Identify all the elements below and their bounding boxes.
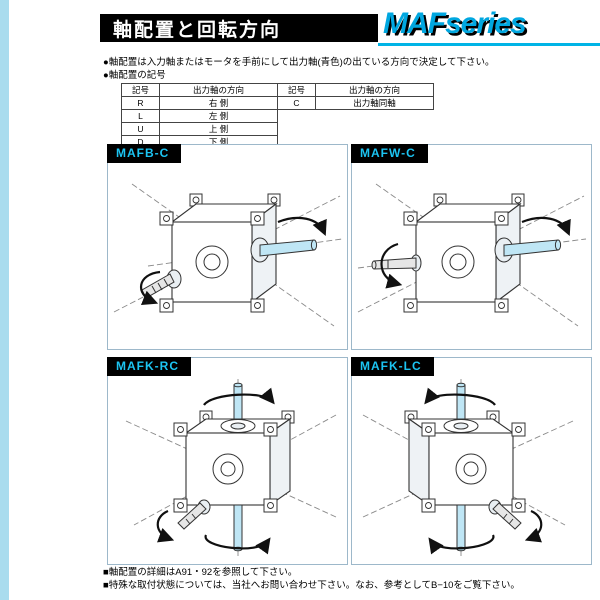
mount-tab: [263, 422, 278, 437]
page-title-bar: 軸配置と回転方向: [100, 14, 378, 42]
logo-underline: [378, 43, 600, 46]
table-cell: L: [121, 109, 160, 123]
col-header-symbol: 記号: [121, 83, 160, 97]
rotation-arrow-top: [424, 387, 496, 406]
mount-tab: [433, 193, 447, 207]
panel-label: MAFB-C: [107, 144, 182, 163]
note-shaft-direction: ●軸配置は入力軸またはモータを手前にして出力軸(青色)の出ている方向で決定して下…: [103, 57, 495, 68]
page-title: 軸配置と回転方向: [113, 19, 282, 41]
maf-series-logo: MAFseries: [383, 7, 527, 40]
col-header-direction: 出力軸の方向: [315, 83, 434, 97]
mirrored-drawing-group: [362, 379, 574, 559]
shaft-symbol-table: 記号 出力軸の方向 記号 出力軸の方向 R 右 側 C 出力軸同軸 L 左 側 …: [121, 83, 434, 149]
mount-tab: [173, 498, 188, 513]
page-edge-strip: [0, 0, 9, 600]
panel-label: MAFK-LC: [351, 357, 434, 376]
table-cell: 出力軸同軸: [315, 96, 434, 110]
mount-tab: [511, 498, 526, 513]
mount-tab: [403, 211, 418, 226]
rotation-arrow-input: [139, 270, 161, 306]
gearbox-body: [404, 410, 526, 513]
mount-tab: [267, 193, 281, 207]
mount-tab: [250, 298, 265, 313]
gearbox-drawing-mafk-rc: [125, 379, 337, 559]
col-header-direction: 出力軸の方向: [159, 83, 278, 97]
rotation-arrow-output: [277, 216, 327, 237]
table-cell: C: [277, 96, 316, 110]
input-shaft: [488, 499, 522, 530]
table-row: L 左 側: [121, 109, 434, 123]
output-shaft: [250, 237, 318, 263]
table-cell: 左 側: [159, 109, 278, 123]
table-cell: [316, 123, 434, 136]
intro-notes: ●軸配置は入力軸またはモータを手前にして出力軸(青色)の出ている方向で決定して下…: [103, 57, 495, 82]
rotation-arrow-output: [521, 216, 571, 237]
mount-tab: [263, 498, 278, 513]
rotation-arrow-bottom: [204, 534, 271, 555]
gearbox-body: [173, 410, 295, 513]
output-shaft: [494, 237, 562, 263]
rotation-arrow-bottom: [428, 534, 495, 555]
table-cell: R: [121, 96, 160, 110]
panel-mafw-c: MAFW-C: [351, 144, 592, 350]
output-shaft-bottom: [233, 504, 243, 552]
rotation-arrow-top: [203, 387, 275, 406]
table-row: U 上 側: [121, 122, 434, 136]
gearbox-drawing-mafk-lc: [362, 379, 574, 559]
mount-tab: [173, 422, 188, 437]
mount-tab: [159, 298, 174, 313]
footer-note-detail: ■軸配置の詳細はA91・92を参照して下さい。: [103, 567, 298, 578]
mount-tab: [421, 498, 436, 513]
rotation-arrow-input: [380, 242, 403, 289]
output-shaft-bottom: [456, 504, 466, 552]
table-cell: [316, 110, 434, 123]
rotation-arrow-input: [156, 509, 175, 543]
input-shaft: [177, 499, 211, 530]
mount-tab: [511, 193, 525, 207]
table-cell: [278, 110, 316, 123]
footer-note-special: ■特殊な取付状態については、当社へお問い合わせ下さい。なお、参考としてB−10を…: [103, 579, 520, 591]
col-header-symbol: 記号: [277, 83, 316, 97]
table-cell: 右 側: [159, 96, 278, 110]
mount-tab: [421, 422, 436, 437]
footer-notes: ■軸配置の詳細はA91・92を参照して下さい。 ■特殊な取付状態については、当社…: [103, 567, 520, 592]
table-cell: [278, 123, 316, 136]
panel-mafb-c: MAFB-C: [107, 144, 348, 350]
mount-tab: [403, 298, 418, 313]
rotation-arrow-input: [524, 509, 543, 543]
note-symbol-heading: ●軸配置の記号: [103, 69, 166, 81]
mount-tab: [159, 211, 174, 226]
input-shaft: [371, 254, 422, 272]
panel-label: MAFW-C: [351, 144, 428, 163]
table-row: R 右 側 C 出力軸同軸: [121, 96, 434, 110]
mount-tab: [494, 211, 509, 226]
panel-mafk-rc: MAFK-RC: [107, 357, 348, 565]
mount-tab: [250, 211, 265, 226]
panel-label: MAFK-RC: [107, 357, 191, 376]
gearbox-drawing-mafb-c: [113, 183, 343, 327]
table-header-row: 記号 出力軸の方向 記号 出力軸の方向: [121, 83, 434, 97]
table-cell: U: [121, 122, 160, 136]
gearbox-drawing-mafw-c: [357, 183, 587, 327]
panel-mafk-lc: MAFK-LC: [351, 357, 592, 565]
mount-tab: [511, 422, 526, 437]
table-cell: 上 側: [159, 122, 278, 136]
mount-tab: [494, 298, 509, 313]
